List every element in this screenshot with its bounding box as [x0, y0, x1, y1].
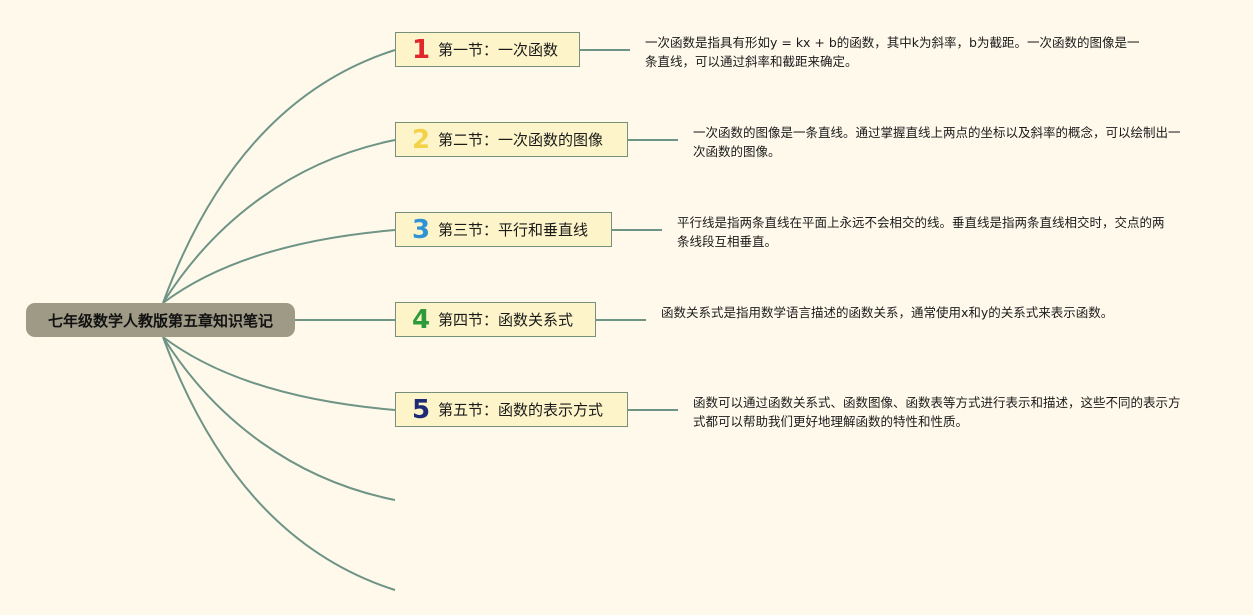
topic-label: 第四节：函数关系式: [438, 311, 574, 329]
topic-section-3[interactable]: 3 第三节：平行和垂直线: [395, 212, 612, 247]
number-one-icon: 1: [411, 34, 431, 65]
topic-label: 第五节：函数的表示方式: [438, 401, 604, 419]
topic-note-3[interactable]: 平行线是指两条直线在平面上永远不会相交的线。垂直线是指两条直线相交时，交点的两条…: [677, 215, 1165, 249]
number-four-icon: 4: [411, 304, 431, 335]
central-topic[interactable]: 七年级数学人教版第五章知识笔记: [26, 303, 295, 337]
topic-note-2[interactable]: 一次函数的图像是一条直线。通过掌握直线上两点的坐标以及斜率的概念，可以绘制出一次…: [693, 125, 1181, 159]
number-three-icon: 3: [411, 214, 431, 245]
topic-note-4[interactable]: 函数关系式是指用数学语言描述的函数关系，通常使用x和y的关系式来表示函数。: [661, 305, 1114, 320]
topic-note-5[interactable]: 函数可以通过函数关系式、函数图像、函数表等方式进行表示和描述，这些不同的表示方式…: [693, 395, 1181, 429]
topic-section-4[interactable]: 4 第四节：函数关系式: [395, 302, 596, 337]
branch-connector-3: [162, 229, 396, 304]
topic-section-5[interactable]: 5 第五节：函数的表示方式: [395, 392, 628, 427]
topic-label: 第三节：平行和垂直线: [438, 221, 589, 239]
topic-section-2[interactable]: 2 第二节：一次函数的图像: [395, 122, 628, 157]
topic-label: 第二节：一次函数的图像: [438, 131, 604, 149]
number-five-icon: 5: [411, 394, 431, 425]
branch-connector-6: [162, 336, 396, 501]
topic-label: 第一节：一次函数: [438, 41, 559, 59]
topic-section-1[interactable]: 1 第一节：一次函数: [395, 32, 580, 67]
branch-connector-1: [162, 49, 396, 304]
topic-note-1[interactable]: 一次函数是指具有形如y = kx + b的函数，其中k为斜率，b为截距。一次函数…: [645, 35, 1140, 69]
branch-connector-5: [162, 336, 396, 411]
number-two-icon: 2: [411, 124, 431, 155]
branch-connector-7: [162, 336, 396, 591]
branch-connector-2: [162, 139, 396, 304]
